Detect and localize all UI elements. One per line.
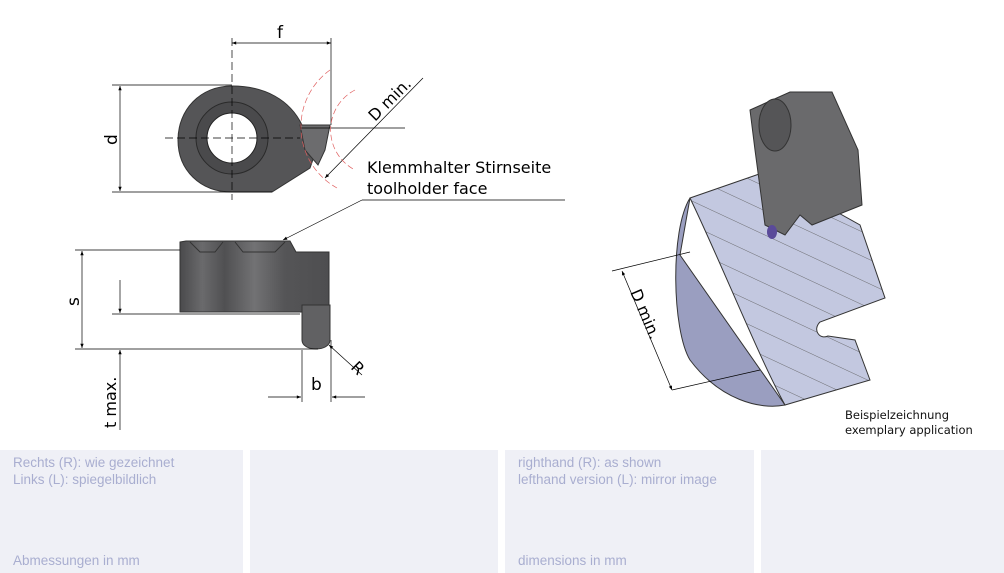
- iso-dim-d-min-label: D min.: [626, 286, 664, 342]
- panel-en-footer: dimensions in mm: [518, 553, 627, 568]
- isometric-example: [675, 91, 886, 407]
- callout-en: toolholder face: [367, 179, 487, 198]
- dim-f-label: f: [277, 23, 284, 43]
- dim-b-label: b: [311, 375, 322, 395]
- dim-d-min-label: D min.: [364, 74, 415, 125]
- panel-de-line1: Rechts (R): wie gezeichnet: [13, 455, 175, 470]
- caption-de: Beispielzeichnung: [845, 408, 949, 422]
- caption-en: exemplary application: [845, 423, 973, 437]
- technical-drawing: f d D min. Klemmhalter Stirnseite toolho…: [64, 23, 886, 430]
- callout-de: Klemmhalter Stirnseite: [367, 158, 551, 177]
- info-panel-en: righthand (R): as shown lefthand version…: [505, 450, 754, 573]
- info-panel-de: Rechts (R): wie gezeichnet Links (L): sp…: [0, 450, 243, 573]
- dim-r-label: R: [347, 357, 368, 378]
- panel-en-line2: lefthand version (L): mirror image: [518, 472, 717, 487]
- dim-t-max-label: t max.: [101, 377, 120, 428]
- top-view-insert: [177, 85, 331, 193]
- caption: Beispielzeichnung exemplary application: [845, 408, 973, 438]
- panel-de-line2: Links (L): spiegelbildlich: [13, 472, 157, 487]
- dim-s-label: s: [64, 297, 84, 306]
- panel-en-line1: righthand (R): as shown: [518, 455, 662, 470]
- empty-panel-1: [250, 450, 498, 573]
- panel-de-footer: Abmessungen in mm: [13, 553, 140, 568]
- dim-d-label: d: [102, 134, 122, 145]
- empty-panel-2: [761, 450, 1004, 573]
- side-view-insert: [179, 240, 331, 350]
